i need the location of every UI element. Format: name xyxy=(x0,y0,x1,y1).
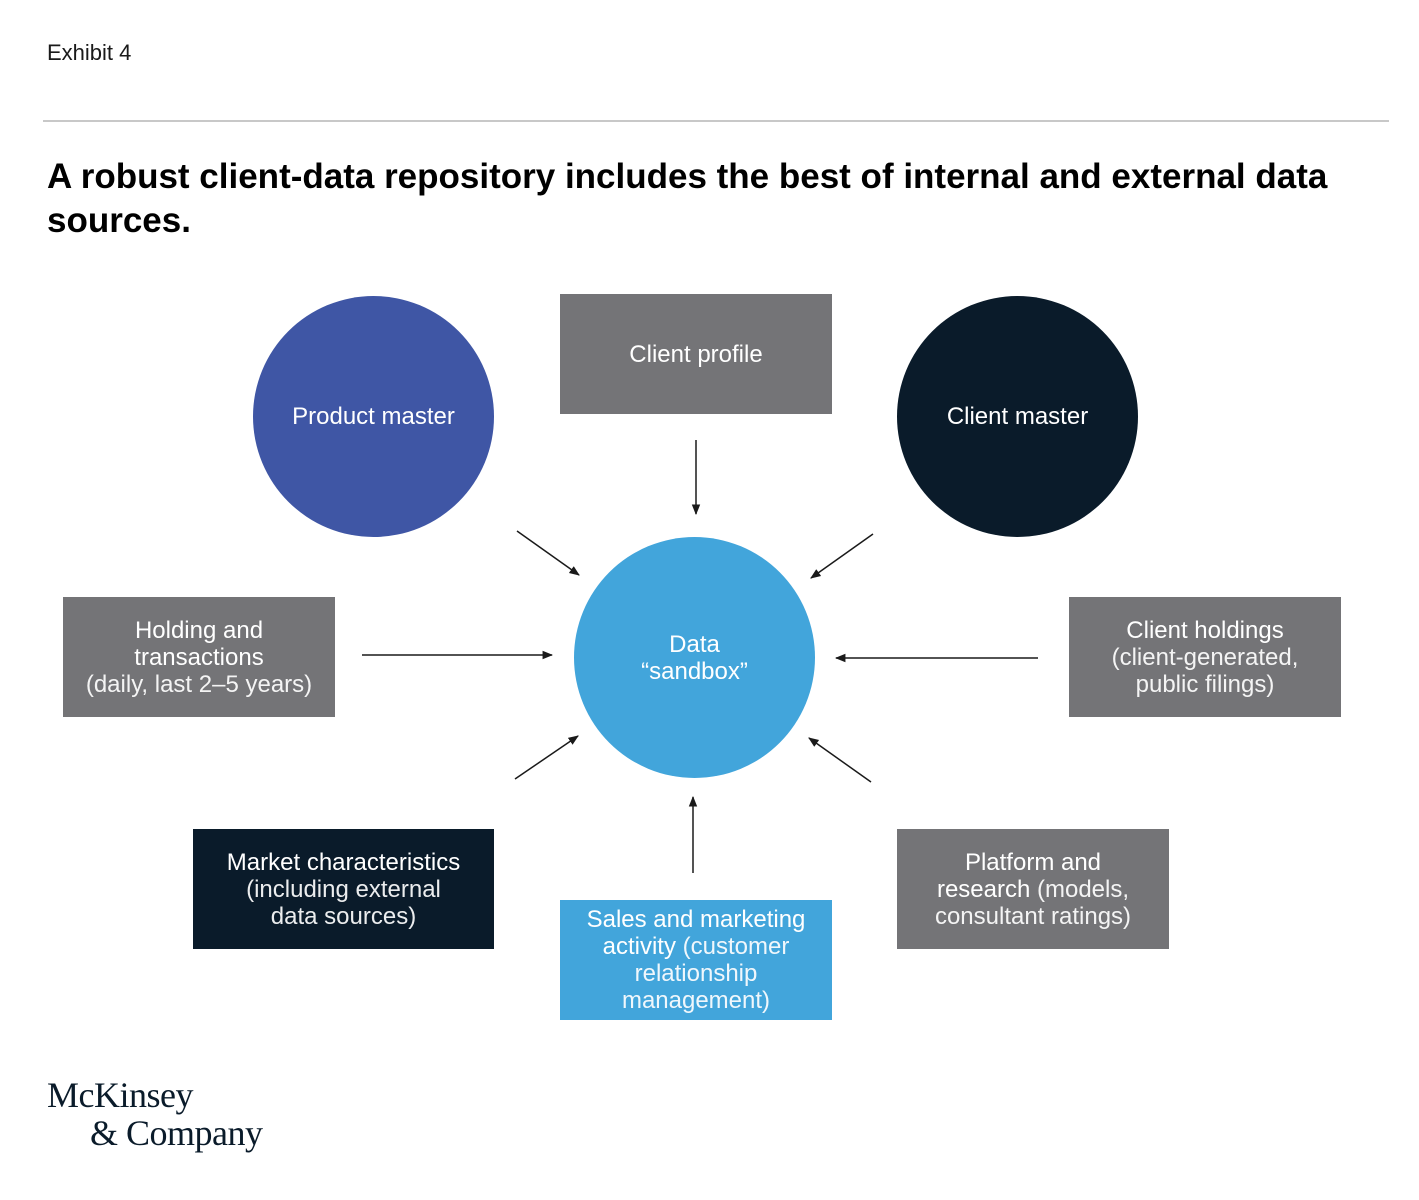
sales-line3: relationship xyxy=(634,960,758,987)
market-characteristics-node: Market characteristics (including extern… xyxy=(193,829,494,949)
sandbox-line2: “sandbox” xyxy=(641,657,748,685)
client-master-label: Client master xyxy=(946,403,1089,430)
arrow-market xyxy=(514,735,579,780)
mckinsey-logo: McKinsey & Company xyxy=(47,1076,263,1152)
sales-line1: Sales and marketing xyxy=(586,906,806,933)
arrow-platform xyxy=(808,737,872,783)
holding-line1: Holding and xyxy=(134,616,264,644)
sandbox-line1: Data xyxy=(669,630,720,658)
holding-line2: transactions xyxy=(134,643,264,671)
sales-line2-strong: activity xyxy=(602,933,676,960)
client-master-node: Client master xyxy=(897,296,1138,537)
sales-marketing-node: Sales and marketing activity (customer r… xyxy=(560,900,832,1020)
market-line3: data sources) xyxy=(270,902,417,930)
platform-line3: consultant ratings) xyxy=(934,902,1132,930)
platform-line1: Platform and xyxy=(964,848,1102,876)
data-sandbox-node: Data “sandbox” xyxy=(574,537,815,778)
logo-line1: McKinsey xyxy=(47,1075,193,1115)
client-holdings-node: Client holdings (client-generated, publi… xyxy=(1069,597,1341,717)
arrow-client-master xyxy=(810,533,874,579)
holding-line3: (daily, last 2–5 years) xyxy=(85,670,313,698)
arrow-product-master xyxy=(516,530,580,576)
sales-line4: management) xyxy=(621,987,771,1014)
client-holdings-line3: public filings) xyxy=(1135,670,1275,698)
client-holdings-line2: (client-generated, xyxy=(1111,643,1299,671)
platform-line2-strong: research xyxy=(936,875,1031,903)
header-divider xyxy=(43,120,1389,122)
platform-line2-light: (models, xyxy=(1030,875,1130,903)
product-master-node: Product master xyxy=(253,296,494,537)
platform-research-node: Platform and research (models, consultan… xyxy=(897,829,1169,949)
market-line1: Market characteristics xyxy=(226,848,461,876)
product-master-label: Product master xyxy=(292,403,455,430)
client-profile-label: Client profile xyxy=(629,340,763,368)
client-profile-node: Client profile xyxy=(560,294,832,414)
logo-line2: & Company xyxy=(90,1113,263,1153)
page-title: A robust client-data repository includes… xyxy=(47,157,1328,240)
market-line2: (including external xyxy=(246,875,441,903)
holding-transactions-node: Holding and transactions (daily, last 2–… xyxy=(63,597,335,717)
client-holdings-line1: Client holdings xyxy=(1126,616,1284,644)
sales-line2-light: (customer xyxy=(675,933,790,960)
exhibit-label: Exhibit 4 xyxy=(47,40,132,65)
